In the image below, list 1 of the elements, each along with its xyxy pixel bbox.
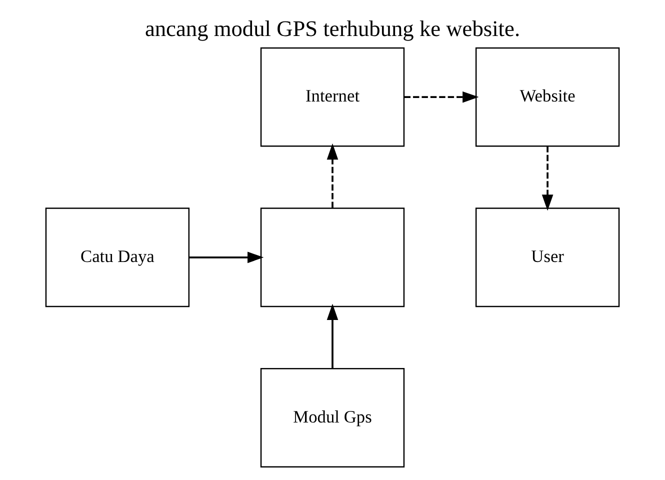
diagram-title: ancang modul GPS terhubung ke website. (144, 16, 520, 42)
